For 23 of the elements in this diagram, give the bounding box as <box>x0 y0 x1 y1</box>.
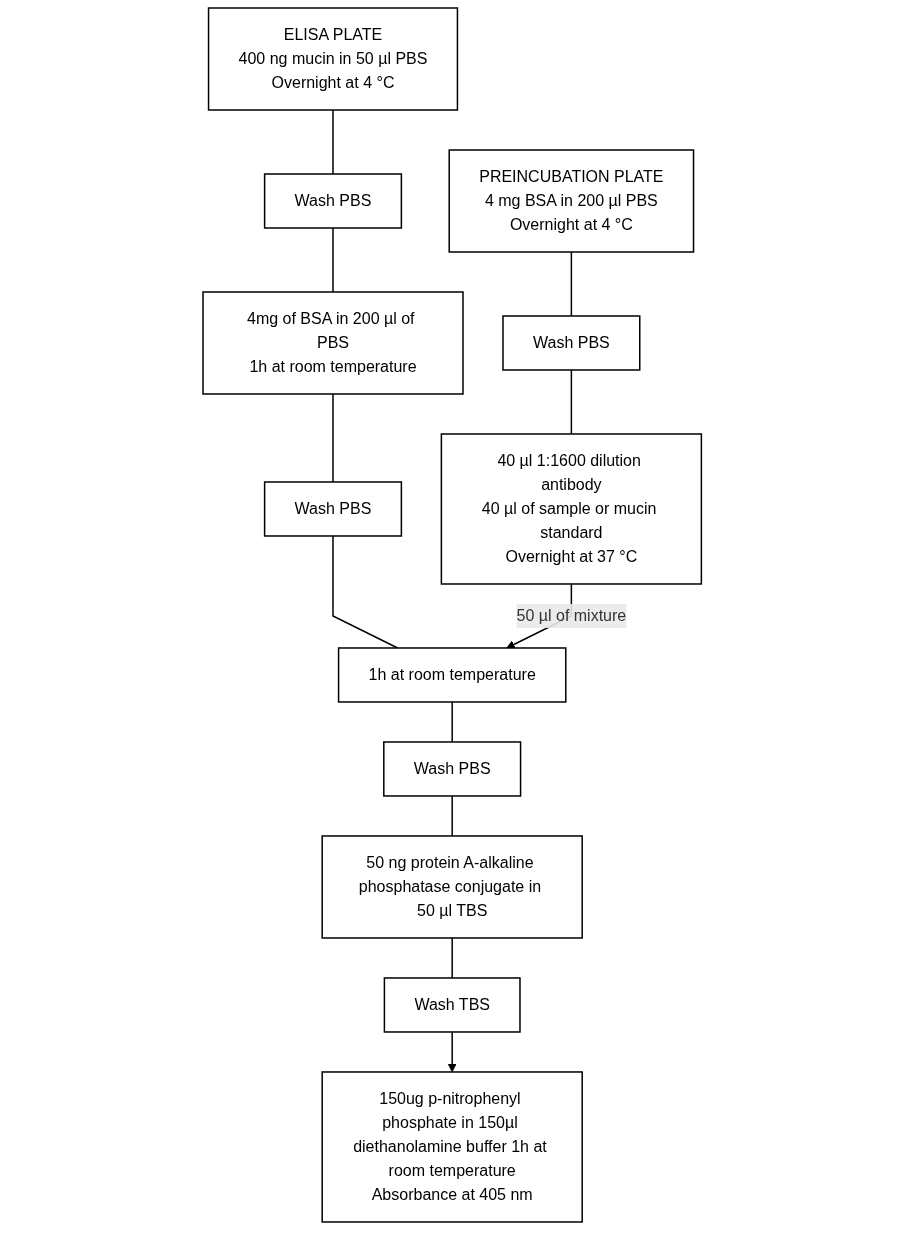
edge-label: 50 µl of mixture <box>516 606 627 624</box>
connector <box>451 795 453 837</box>
node-box: PREINCUBATION PLATE 4 mg BSA in 200 µl PBS Overnight at 4 °C <box>448 149 695 253</box>
connector <box>570 369 572 435</box>
node-box: 50 ng protein A-alkaline phosphatase conjugate in 50 µl TBS <box>321 835 583 939</box>
connector <box>332 109 334 175</box>
node-box: Wash PBS <box>263 481 402 537</box>
node-box: 40 µl 1:1600 dilution antibody 40 µl of sample or mucin standard Overnight at 37 °C <box>440 433 702 585</box>
connector <box>332 393 334 483</box>
connector <box>451 701 453 743</box>
node-box: ELISA PLATE 400 ng mucin in 50 µl PBS Overnight at 4 °C <box>207 7 458 111</box>
node-box: 150ug p-nitrophenyl phosphate in 150µl diethanolamine buffer 1h at room temperature Absorbance at 405 nm <box>321 1071 583 1223</box>
node-box: Wash TBS <box>383 977 521 1033</box>
connector <box>332 535 399 649</box>
node-box: 1h at room temperature <box>337 647 567 703</box>
node-box: Wash PBS <box>502 315 641 371</box>
arrow <box>447 1031 457 1073</box>
connector <box>570 251 572 317</box>
connector <box>332 227 334 293</box>
connector <box>451 937 453 979</box>
node-box: 4mg of BSA in 200 µl of PBS 1h at room temperature <box>202 291 464 395</box>
node-box: Wash PBS <box>382 741 522 797</box>
node-box: Wash PBS <box>263 173 402 229</box>
